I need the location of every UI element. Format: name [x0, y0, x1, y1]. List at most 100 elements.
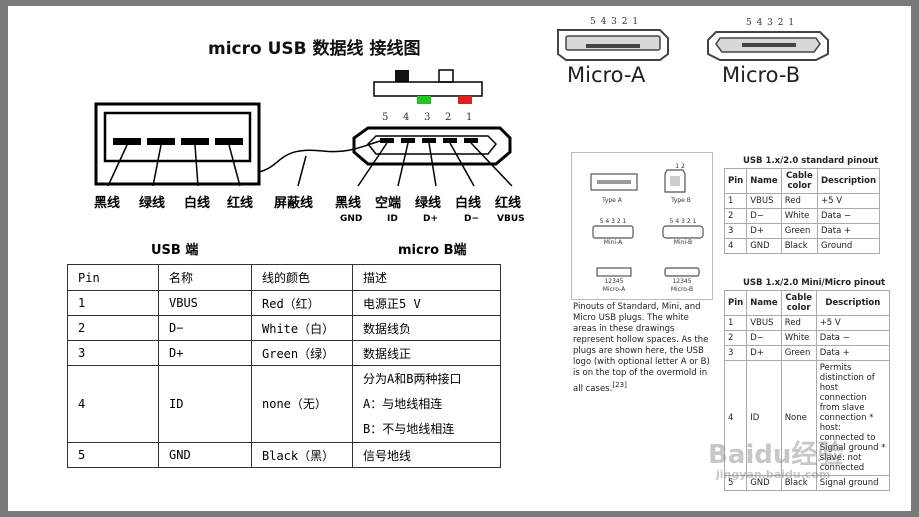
cell: Permits distinction of host connection f…: [815, 360, 891, 476]
micro-wire-green: [428, 142, 437, 187]
cell: Data +: [815, 345, 891, 361]
usb-a-label-white: 白线: [184, 196, 211, 211]
std-pinout-title: USB 1.x/2.0 standard pinout: [743, 156, 879, 166]
label-mini-a: Mini-A: [603, 239, 623, 246]
diagram-title: micro USB 数据线 接线图: [208, 39, 421, 59]
table-row: 4 ID none（无） 分为A和B两种接口 A：与地线相连 B：不与地线相连: [67, 365, 501, 443]
mini-pinout-title: USB 1.x/2.0 Mini/Micro pinout: [743, 278, 886, 288]
plugs-caption-ref: [23]: [612, 380, 627, 389]
cell: 2: [723, 208, 748, 224]
mini-b-plug: [662, 225, 704, 239]
cell: +5 V: [815, 315, 891, 331]
label-micro-a: Micro-A: [602, 286, 626, 293]
micro-label-white: 白线: [455, 196, 482, 211]
table-row: 5 GND Black（黑） 信号地线: [67, 442, 501, 468]
cell: D+: [746, 345, 782, 361]
label-mini-b: Mini-B: [673, 239, 693, 246]
cell: None: [780, 360, 817, 476]
usb-a-wire-red: [228, 144, 241, 187]
usb-a-contact-4: [215, 138, 243, 145]
cell: White: [780, 330, 817, 346]
shield-connection-wire: [258, 140, 381, 173]
cell: VBUS: [746, 193, 782, 209]
row-pin: 5: [67, 442, 159, 468]
desc-line: A：与地线相连: [363, 396, 443, 411]
micro-b-plug: [664, 267, 700, 277]
micro-b-pin-4: 4: [403, 112, 410, 123]
micro-b-outline: [707, 31, 829, 61]
cell: Black: [780, 238, 819, 254]
black-swatch: [395, 70, 409, 82]
micro-connectors-drawing: [557, 29, 829, 61]
cell: 2: [723, 330, 748, 346]
row-name: VBUS: [158, 290, 252, 316]
usb-a-contact-1: [113, 138, 141, 145]
wiring-drawing: [94, 69, 513, 187]
cell: 3: [723, 223, 748, 239]
cell: Data −: [817, 208, 880, 224]
row-color: Green（绿）: [251, 340, 353, 366]
usb-a-wire-green: [152, 144, 162, 187]
usb-a-contact-2: [147, 138, 175, 145]
table-row: 2 D− White（白） 数据线负: [67, 315, 501, 341]
swatch-bar: [373, 81, 483, 97]
cell: Data +: [817, 223, 880, 239]
micro-a-plug-pins: 12345: [604, 278, 624, 285]
row-color: Red（红）: [251, 290, 353, 316]
green-swatch: [417, 96, 431, 104]
row-desc: 信号地线: [352, 442, 501, 468]
mini-header-color: Cable color: [780, 290, 817, 316]
row-pin: 4: [67, 365, 159, 443]
std-header-name: Name: [746, 168, 782, 194]
mini-a-plug: [592, 225, 634, 239]
micro-a-label: Micro-A: [567, 63, 646, 87]
type-a-contacts: [597, 180, 631, 184]
cell: 1: [723, 193, 748, 209]
plugs-caption-text: Pinouts of Standard, Mini, and Micro USB…: [573, 302, 710, 394]
usb-a-outer-shell: [94, 102, 261, 186]
row-desc: 电源正5 V: [352, 290, 501, 316]
micro-label-empty: 空端: [375, 196, 402, 211]
signal-id: ID: [387, 214, 398, 224]
label-type-b: Type B: [671, 197, 691, 204]
mini-header-row: Pin Name Cable color Description: [723, 290, 891, 316]
micro-a-pin-numbers: 5 4 3 2 1: [590, 17, 640, 27]
type-b-pin-numbers: 1 2: [675, 163, 685, 170]
desc-line: 分为A和B两种接口: [363, 371, 462, 386]
micro-b-pin-3: 3: [424, 112, 431, 123]
micro-wire-empty: [397, 142, 409, 187]
usb-a-label-black: 黑线: [94, 196, 121, 211]
header-color: 线的颜色: [251, 264, 353, 291]
row-name: D−: [158, 315, 252, 341]
micro-a-contacts: [586, 44, 640, 48]
cell: Signal ground: [815, 475, 891, 491]
mini-header-name: Name: [746, 290, 782, 316]
cell: ID: [746, 360, 782, 476]
micro-b-pin-1: 1: [466, 112, 473, 123]
signal-d-minus: D−: [464, 214, 480, 224]
plugs-caption: Pinouts of Standard, Mini, and Micro USB…: [573, 302, 711, 395]
header-name: 名称: [158, 264, 252, 291]
mini-b-pin-numbers: 5 4 3 2 1: [669, 218, 697, 225]
micro-b-pin-numbers: 5 4 3 2 1: [746, 18, 796, 28]
usb-end-caption: USB 端: [151, 243, 199, 258]
micro-label-red: 红线: [495, 196, 522, 211]
cell: 3: [723, 345, 748, 361]
cell: GND: [746, 475, 782, 491]
type-b-contacts: [670, 176, 680, 186]
micro-b-end-caption: micro B端: [398, 243, 467, 258]
micro-b-pin-5: 5: [382, 112, 389, 123]
pin-table-header: Pin 名称 线的颜色 描述: [67, 264, 501, 291]
header-pin: Pin: [67, 264, 159, 291]
micro-b-inner: [366, 135, 498, 155]
std-header-row: Pin Name Cable color Description: [723, 168, 880, 194]
cell: Red: [780, 315, 817, 331]
label-type-a: Type A: [602, 197, 622, 204]
micro-b-label: Micro-B: [722, 63, 801, 87]
